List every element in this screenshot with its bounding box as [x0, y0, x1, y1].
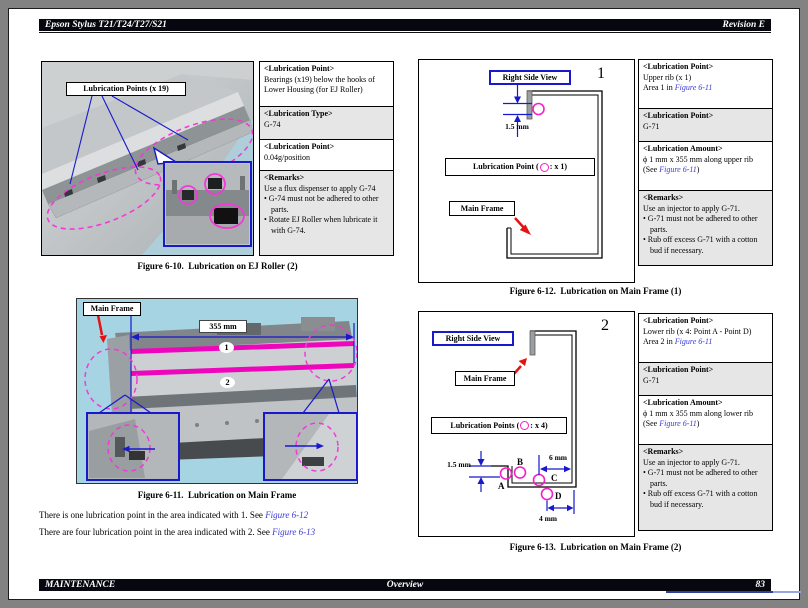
figure-6-10-photo: Lubrication Points (x 19): [41, 61, 254, 256]
fig13-dim-4mm: 4 mm: [538, 514, 558, 523]
header-revision: Revision E: [722, 20, 766, 30]
detail-circle-right: [304, 324, 357, 382]
fig11-area-2-badge: 2: [220, 377, 235, 388]
page-header-bar: Epson Stylus T21/T24/T27/S21 Revision E: [39, 19, 771, 31]
table-section: <Lubrication Amount> ϕ 1 mm x 355 mm alo…: [639, 141, 772, 190]
fig11-caption: Figure 6-11. Lubrication on Main Frame: [137, 490, 297, 500]
footer-link-underline: [666, 591, 773, 593]
dimension-355mm: [130, 311, 355, 421]
fig13-lubrication-points-label: Lubrication Points (: x 4): [431, 417, 567, 434]
fig12-right-side-view-label: Right Side View: [489, 70, 571, 85]
table-section: <Lubrication Type> G-74: [260, 106, 393, 139]
table-section: <Remarks> Use a flux dispenser to apply …: [260, 170, 393, 255]
fig11-photo-art: [77, 299, 357, 483]
inset-photo: [163, 161, 252, 247]
fig12-area-number: 1: [597, 65, 605, 82]
lubrication-point-icon: [539, 162, 549, 172]
table-section: <Lubrication Point> G-71: [639, 108, 772, 141]
body-text-line-1: There is one lubrication point in the ar…: [39, 510, 309, 520]
fig13-spec-table: <Lubrication Point> Lower rib (x 4: Poin…: [638, 313, 773, 531]
fig12-spec-table: <Lubrication Point> Upper rib (x 1) Area…: [638, 59, 773, 266]
figure-6-13-link[interactable]: Figure 6-13: [272, 527, 316, 537]
page-footer-bar: MAINTENANCE Overview 83: [39, 579, 771, 591]
inset-right: [263, 412, 357, 481]
header-title: Epson Stylus T21/T24/T27/S21: [45, 20, 167, 30]
figure-6-11-link[interactable]: Figure 6-11: [674, 83, 713, 93]
fig13-dim-6mm: 6 mm: [548, 453, 568, 462]
fig13-diagram-art: [469, 330, 577, 514]
footer-page-number: 83: [755, 580, 766, 590]
fig12-caption: Figure 6-12. Lubrication on Main Frame (…: [509, 286, 682, 296]
fig13-right-side-view-label: Right Side View: [432, 331, 514, 346]
lubrication-point-icon: [520, 421, 530, 430]
fig11-dim-355-label: 355 mm: [199, 320, 247, 333]
point-b-letter: B: [517, 457, 524, 467]
fig10-spec-table: <Lubrication Point> Bearings (x19) below…: [259, 61, 394, 256]
frame-profile: [506, 90, 603, 259]
fig12-lubrication-point-label: Lubrication Point (: x 1): [445, 158, 595, 176]
point-a-circle: [499, 467, 513, 480]
figure-6-12-link[interactable]: Figure 6-12: [265, 510, 309, 520]
main-frame-arrow: [96, 314, 104, 336]
table-section: <Lubrication Point> Bearings (x19) below…: [264, 64, 375, 95]
table-section: <Remarks> Use an injector to apply G-71.…: [639, 444, 772, 530]
figure-6-13-diagram: Right Side View 2 Main Frame Lubrication…: [418, 311, 635, 537]
figure-6-11-link[interactable]: Figure 6-11: [659, 165, 697, 175]
upper-tab: [529, 330, 536, 356]
manual-page: Epson Stylus T21/T24/T27/S21 Revision E: [8, 8, 801, 600]
footer-section: MAINTENANCE: [45, 580, 116, 590]
frame-profile: [491, 330, 577, 488]
point-b-circle: [513, 466, 527, 479]
figure-6-11-photo: Main Frame 355 mm 1 2: [76, 298, 358, 484]
table-section: <Lubrication Point> Lower rib (x 4: Poin…: [643, 316, 752, 347]
point-c-circle: [532, 473, 546, 487]
table-section: <Lubrication Amount> ϕ 1 mm x 355 mm alo…: [639, 395, 772, 444]
table-section: <Lubrication Point> 0.04g/position: [260, 139, 393, 170]
point-d-circle: [540, 487, 554, 501]
fig11-area-1-badge: 1: [219, 342, 234, 353]
lubrication-area-ellipse-right: [134, 118, 253, 186]
table-section: <Remarks> Use an injector to apply G-71.…: [639, 190, 772, 265]
upper-rib: [526, 90, 533, 120]
figure-6-12-diagram: Right Side View 1 1.5 mm Lubrication Poi…: [418, 59, 635, 283]
lubrication-area-ellipse-left: [46, 166, 162, 230]
callout-lines: [69, 95, 189, 185]
body-text-line-2: There are four lubrication point in the …: [39, 527, 316, 537]
fig13-main-frame-label: Main Frame: [455, 371, 515, 386]
fig10-points-label: Lubrication Points (x 19): [66, 82, 186, 96]
inset-left: [86, 412, 180, 481]
lubrication-point-circle: [532, 102, 545, 116]
point-c-letter: C: [551, 473, 558, 483]
inset-connector-lines: [98, 378, 340, 414]
header-rule: [39, 32, 771, 33]
figure-6-11-link[interactable]: Figure 6-11: [674, 337, 713, 347]
fig10-caption: Figure 6-10. Lubrication on EJ Roller (2…: [137, 261, 298, 271]
lubrication-line-1: [131, 341, 354, 354]
detail-circle-left: [84, 348, 138, 410]
fig12-main-frame-label: Main Frame: [449, 201, 515, 216]
fig11-main-frame-label: Main Frame: [83, 302, 141, 316]
fig12-diagram-art: [503, 82, 603, 259]
fig12-dim-1-5mm: 1.5 mm: [505, 122, 529, 131]
footer-link-underline-light: [773, 591, 801, 593]
fig13-area-number: 2: [601, 317, 609, 334]
point-a-letter: A: [498, 481, 505, 491]
table-section: <Lubrication Point> G-71: [639, 362, 772, 395]
footer-chapter: Overview: [386, 580, 424, 590]
table-section: <Lubrication Point> Upper rib (x 1) Area…: [643, 62, 714, 93]
point-d-letter: D: [555, 491, 562, 501]
fig13-dim-1-5mm: 1.5 mm: [447, 460, 471, 469]
lubrication-line-2: [131, 363, 354, 376]
fig13-caption: Figure 6-13. Lubrication on Main Frame (…: [509, 542, 682, 552]
figure-6-11-link[interactable]: Figure 6-11: [659, 419, 697, 429]
ej-roller: [42, 106, 250, 204]
